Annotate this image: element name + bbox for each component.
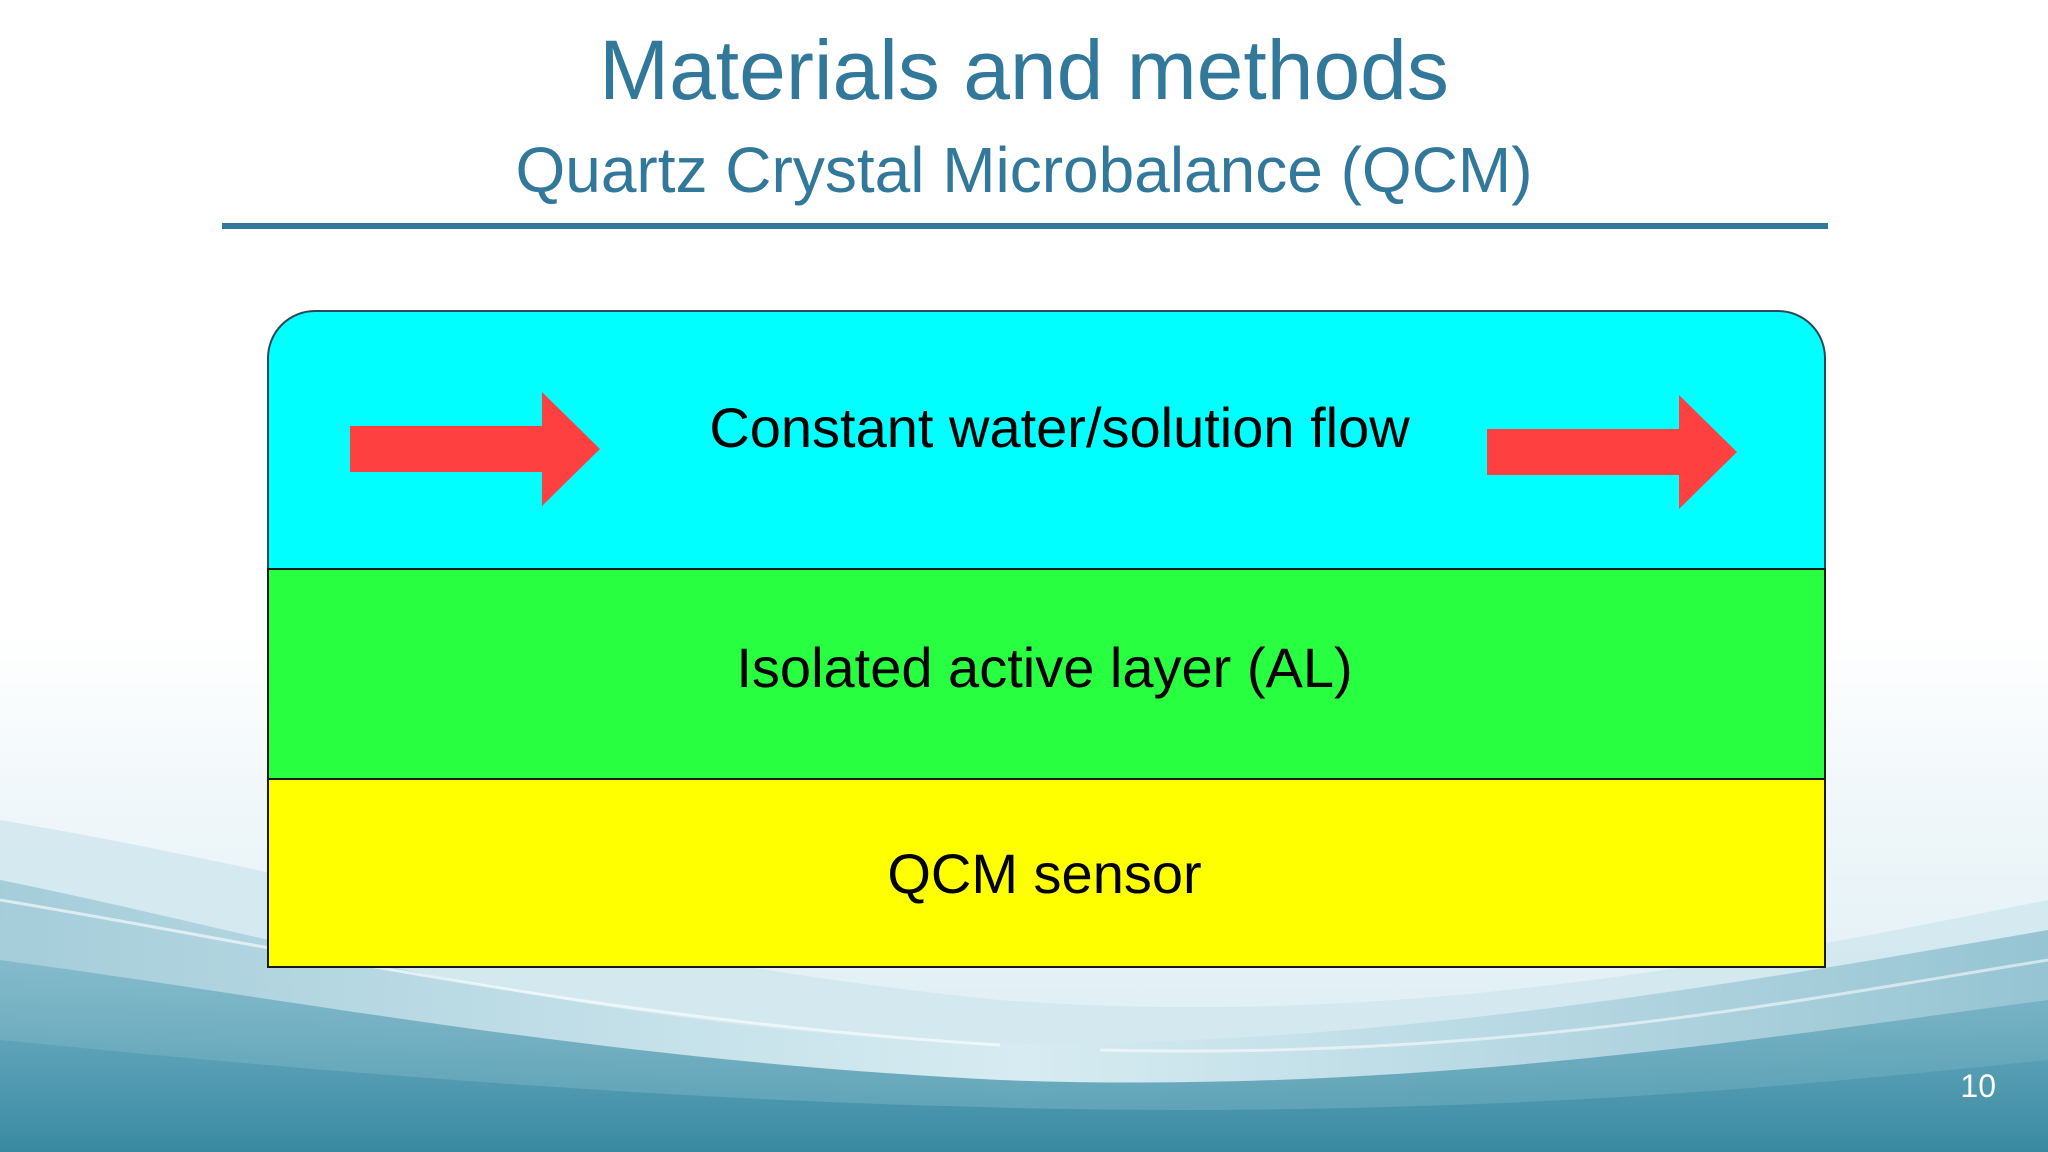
layer-qcm-sensor: QCM sensor bbox=[267, 778, 1826, 968]
page-number: 10 bbox=[1960, 1068, 1996, 1104]
layer-water-flow-label: Constant water/solution flow bbox=[709, 396, 1410, 459]
layer-active-layer-label: Isolated active layer (AL) bbox=[736, 636, 1353, 699]
slide-title: Materials and methods bbox=[599, 23, 1449, 117]
right-arrow-icon bbox=[1487, 395, 1737, 509]
layer-active-layer: Isolated active layer (AL) bbox=[267, 568, 1826, 780]
slide-subtitle: Quartz Crystal Microbalance (QCM) bbox=[515, 134, 1533, 206]
title-divider bbox=[222, 223, 1828, 229]
right-arrow-icon bbox=[350, 392, 600, 506]
layer-qcm-sensor-label: QCM sensor bbox=[887, 842, 1202, 905]
